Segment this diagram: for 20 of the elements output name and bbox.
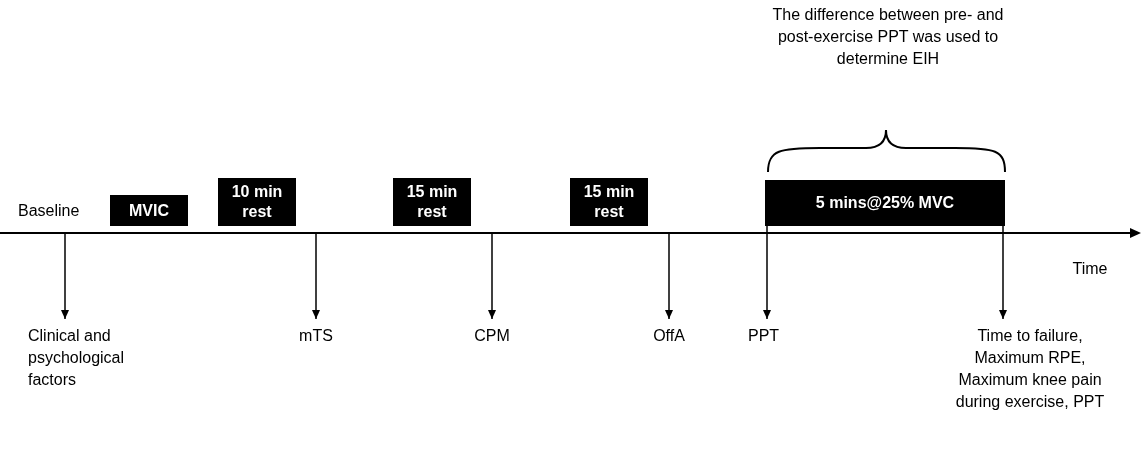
annotation-text: The difference between pre- and post-exercise PPT was used to determine EIH <box>771 5 1005 69</box>
measure-label: mTS <box>290 325 342 347</box>
step-box: 15 min rest <box>393 178 471 226</box>
measure-label: PPT <box>748 325 788 347</box>
arrow <box>488 232 496 320</box>
measure-label: OffA <box>640 325 698 347</box>
arrow <box>999 225 1007 320</box>
step-box: 10 min rest <box>218 178 296 226</box>
measure-label: Clinical and psychological factors <box>28 325 158 391</box>
axis-label: Baseline <box>18 201 81 221</box>
arrow <box>61 232 69 320</box>
arrow <box>665 232 673 320</box>
step-box: MVIC <box>110 195 188 226</box>
axis-label: Time <box>1071 259 1109 279</box>
arrow <box>312 232 320 320</box>
measure-label: CPM <box>466 325 518 347</box>
step-box: 5 mins@25% MVC <box>765 180 1005 226</box>
measure-label: Time to failure, Maximum RPE, Maximum knee pain during exercise, PPT <box>945 325 1115 413</box>
arrow <box>763 225 771 320</box>
step-box: 15 min rest <box>570 178 648 226</box>
